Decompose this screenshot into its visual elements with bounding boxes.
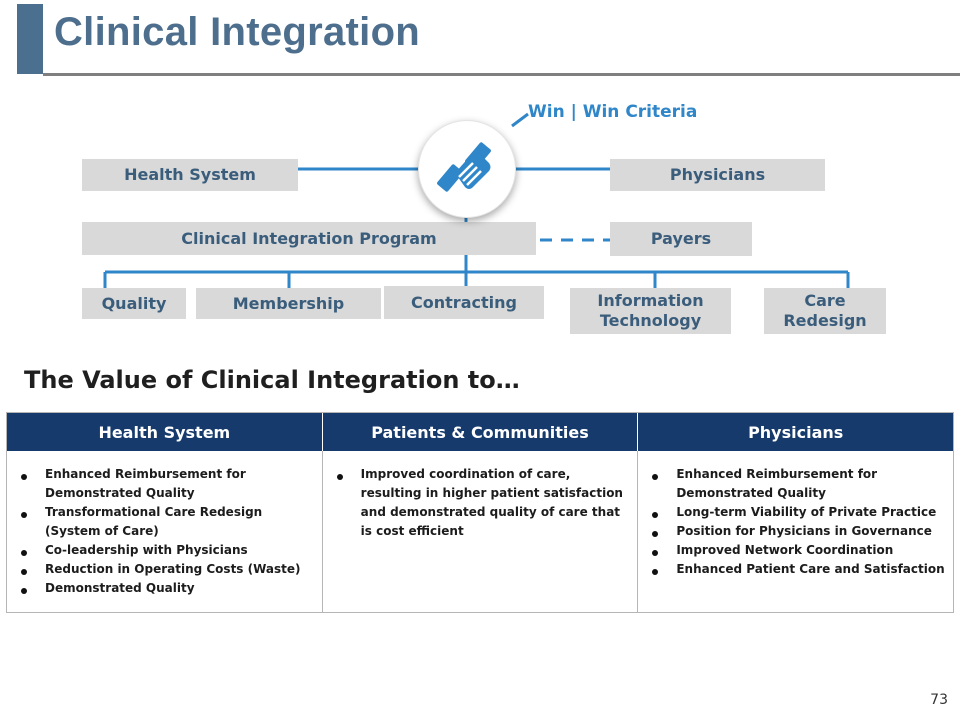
column-patients-communities: Improved coordination of care, resulting… <box>323 451 639 612</box>
diagram-connectors <box>103 112 850 288</box>
list-item: Reduction in Operating Costs (Waste) <box>15 560 314 579</box>
connector-win-label <box>511 112 529 128</box>
column-health-system: Enhanced Reimbursement for Demonstrated … <box>7 451 323 612</box>
value-subtitle: The Value of Clinical Integration to… <box>24 366 520 394</box>
box-information-technology: Information Technology <box>570 288 731 334</box>
box-health-system: Health System <box>82 159 298 191</box>
list-item: Position for Physicians in Governance <box>646 522 945 541</box>
value-table-body: Enhanced Reimbursement for Demonstrated … <box>7 451 953 612</box>
box-quality: Quality <box>82 288 186 319</box>
box-care-redesign: Care Redesign <box>764 288 886 334</box>
box-clinical-integration-program: Clinical Integration Program <box>82 222 536 255</box>
list-item: Demonstrated Quality <box>15 579 314 598</box>
page-number: 73 <box>930 692 948 708</box>
box-contracting: Contracting <box>384 286 544 319</box>
slide-title: Clinical Integration <box>54 10 421 54</box>
list-item: Co-leadership with Physicians <box>15 541 314 560</box>
title-accent-bar <box>17 4 43 74</box>
list-item: Improved Network Coordination <box>646 541 945 560</box>
list-item: Enhanced Reimbursement for Demonstrated … <box>15 465 314 503</box>
box-physicians: Physicians <box>610 159 825 191</box>
value-table: Health System Patients & Communities Phy… <box>6 412 954 613</box>
list-item: Enhanced Reimbursement for Demonstrated … <box>646 465 945 503</box>
title-divider <box>43 73 960 76</box>
box-payers: Payers <box>610 222 752 256</box>
header-physicians: Physicians <box>748 422 844 442</box>
win-win-label: Win | Win Criteria <box>528 102 698 122</box>
list-item: Long-term Viability of Private Practice <box>646 503 945 522</box>
header-health-system: Health System <box>7 413 323 451</box>
value-table-header: Health System Patients & Communities Phy… <box>7 413 953 451</box>
list-item: Enhanced Patient Care and Satisfaction <box>646 560 945 579</box>
handshake-icon <box>418 120 516 218</box>
column-physicians: Enhanced Reimbursement for Demonstrated … <box>638 451 953 612</box>
header-patients-communities: Patients & Communities <box>323 413 639 451</box>
list-item: Improved coordination of care, resulting… <box>331 465 630 541</box>
list-item: Transformational Care Redesign (System o… <box>15 503 314 541</box>
box-membership: Membership <box>196 288 381 319</box>
